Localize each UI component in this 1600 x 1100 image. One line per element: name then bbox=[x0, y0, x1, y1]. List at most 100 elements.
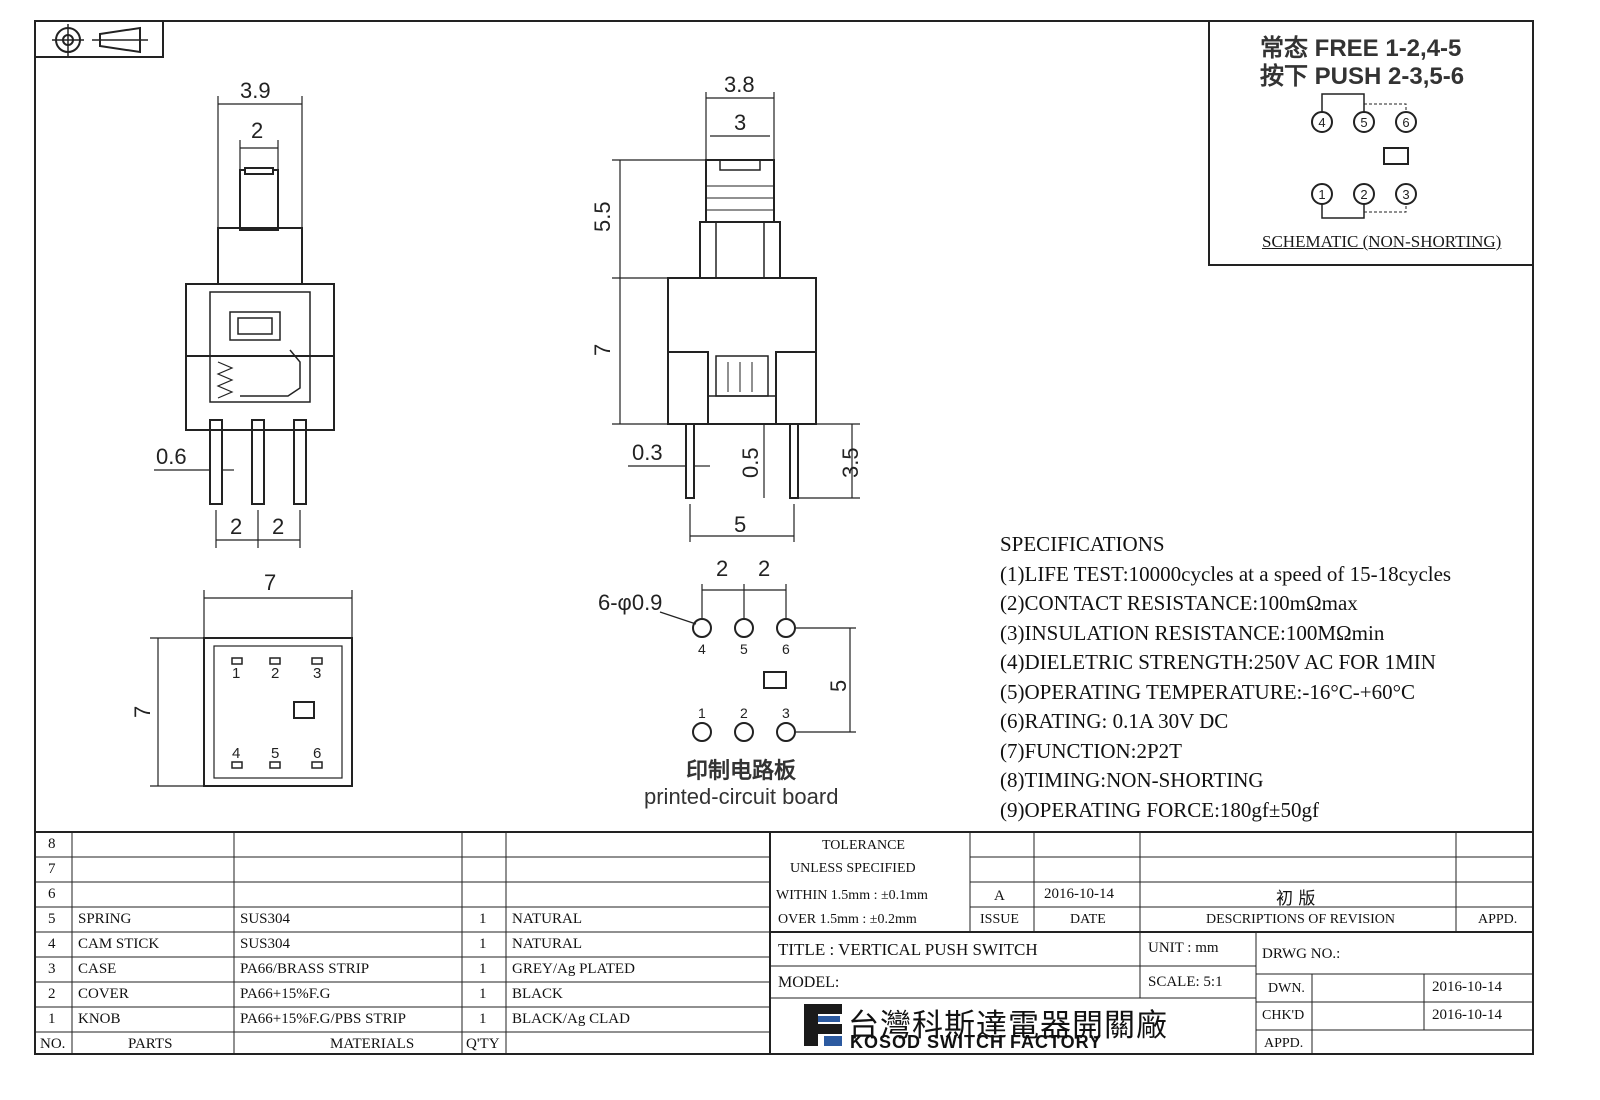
schem-pin-1: 1 bbox=[1318, 187, 1325, 202]
revision-desc-label: DESCRIPTIONS OF REVISION bbox=[1206, 912, 1396, 927]
side-view bbox=[667, 159, 817, 499]
bom-header-parts: PARTS bbox=[128, 1036, 173, 1052]
bottom-pin-1: 1 bbox=[232, 665, 240, 682]
spec-item: (9)OPERATING FORCE:180gf±50gf bbox=[1000, 797, 1319, 822]
spec-item: (2)CONTACT RESISTANCE:100mΩmax bbox=[1000, 591, 1358, 615]
bom-part: CAM STICK bbox=[78, 936, 160, 952]
company-name-cn: 台灣科斯達電器開關廠 bbox=[848, 1008, 1168, 1044]
schematic-diagram bbox=[1311, 93, 1417, 219]
bom-part: COVER bbox=[78, 986, 129, 1002]
dim-pcb-hole: 6-φ0.9 bbox=[598, 590, 662, 615]
dim-side-5-5: 5.5 bbox=[590, 201, 615, 232]
revision-appd-label: APPD. bbox=[1478, 912, 1518, 927]
spec-item: (8)TIMING:NON-SHORTING bbox=[1000, 768, 1264, 792]
drawing-sheet bbox=[34, 20, 1534, 1055]
drawing-number-label: DRWG NO.: bbox=[1262, 946, 1341, 962]
spec-item: (3)INSULATION RESISTANCE:100MΩmin bbox=[1000, 620, 1385, 645]
dim-side-3-5: 3.5 bbox=[838, 447, 863, 478]
title-block-grid bbox=[34, 831, 1534, 1055]
bom-no: 6 bbox=[48, 886, 56, 902]
bom-header-qty: Q'TY bbox=[466, 1036, 500, 1052]
bom-qty: 1 bbox=[479, 961, 487, 977]
bom-part: SPRING bbox=[78, 911, 132, 927]
bom-no: 5 bbox=[48, 911, 56, 927]
spec-item: (7)FUNCTION:2P2T bbox=[1000, 738, 1182, 763]
tolerance-title: TOLERANCE bbox=[822, 838, 905, 853]
bottom-pin-2: 2 bbox=[271, 665, 279, 682]
bom-qty: 1 bbox=[479, 986, 487, 1002]
tolerance-within: WITHIN 1.5mm : ±0.1mm bbox=[776, 888, 928, 903]
revision-issue-value: A bbox=[994, 888, 1005, 904]
dim-front-0-6: 0.6 bbox=[156, 444, 187, 469]
dim-front-2b: 2 bbox=[272, 514, 284, 539]
tolerance-unless: UNLESS SPECIFIED bbox=[790, 861, 916, 876]
bom-material: PA66/BRASS STRIP bbox=[240, 961, 370, 977]
unit-label: UNIT : mm bbox=[1148, 940, 1219, 956]
bom-header-no: NO. bbox=[40, 1036, 66, 1052]
model-label: MODEL: bbox=[778, 974, 840, 991]
dim-pcb-2b: 2 bbox=[758, 556, 770, 581]
scale-label: SCALE: 5:1 bbox=[1148, 974, 1223, 990]
dim-bottom-7h: 7 bbox=[130, 706, 155, 718]
pcb-pin-3: 3 bbox=[782, 705, 790, 721]
schematic-free-line: 常态 FREE 1-2,4-5 bbox=[1260, 35, 1462, 62]
checked-label: CHK'D bbox=[1262, 1008, 1305, 1023]
bom-no: 4 bbox=[48, 936, 56, 952]
bottom-pin-6: 6 bbox=[313, 745, 321, 762]
dim-pcb-2a: 2 bbox=[716, 556, 728, 581]
projection-symbol-box bbox=[34, 20, 164, 58]
kosod-logo-icon bbox=[804, 1004, 842, 1046]
dim-bottom-7w: 7 bbox=[264, 570, 276, 595]
bom-no: 8 bbox=[48, 836, 56, 852]
drawn-label: DWN. bbox=[1268, 981, 1305, 996]
bottom-pin-3: 3 bbox=[313, 665, 321, 682]
schematic-panel: 常态 FREE 1-2,4-5 按下 PUSH 2-3,5-6 SCHEMATI… bbox=[1208, 22, 1534, 266]
spec-item: (4)DIELETRIC STRENGTH:250V AC FOR 1MIN bbox=[1000, 650, 1436, 674]
pcb-label-en: printed-circuit board bbox=[644, 784, 838, 809]
bom-header-materials: MATERIALS bbox=[330, 1036, 415, 1052]
pcb-label-cn: 印制电路板 bbox=[686, 758, 797, 784]
schem-pin-5: 5 bbox=[1360, 115, 1367, 130]
revision-date-value: 2016-10-14 bbox=[1044, 886, 1114, 902]
bom-part: KNOB bbox=[78, 1011, 121, 1027]
revision-date-label: DATE bbox=[1070, 912, 1106, 927]
bom-part: CASE bbox=[78, 961, 117, 977]
dim-side-0-3: 0.3 bbox=[632, 440, 663, 465]
pcb-pin-1: 1 bbox=[698, 705, 706, 721]
bom-note: GREY/Ag PLATED bbox=[512, 961, 635, 977]
dim-side-3-8: 3.8 bbox=[724, 72, 755, 97]
schem-pin-3: 3 bbox=[1402, 187, 1409, 202]
bottom-pin-5: 5 bbox=[271, 745, 279, 762]
dim-front-2a: 2 bbox=[230, 514, 242, 539]
bom-material: PA66+15%F.G/PBS STRIP bbox=[240, 1011, 406, 1027]
schematic-push-line: 按下 PUSH 2-3,5-6 bbox=[1260, 63, 1465, 90]
pcb-pin-4: 4 bbox=[698, 641, 706, 657]
dim-side-5: 5 bbox=[734, 512, 746, 537]
revision-desc-value: 初 版 bbox=[1276, 889, 1316, 909]
specifications: SPECIFICATIONS (1)LIFE TEST:10000cycles … bbox=[1000, 530, 1540, 825]
drawn-date: 2016-10-14 bbox=[1432, 979, 1502, 995]
bom-note: NATURAL bbox=[512, 911, 582, 927]
bom-no: 1 bbox=[48, 1011, 56, 1027]
dim-side-0-5: 0.5 bbox=[738, 447, 763, 478]
bom-qty: 1 bbox=[479, 911, 487, 927]
dim-side-3: 3 bbox=[734, 110, 746, 135]
pcb-pin-2: 2 bbox=[740, 705, 748, 721]
tolerance-over: OVER 1.5mm : ±0.2mm bbox=[778, 912, 917, 927]
pcb-layout bbox=[692, 618, 796, 742]
bom-material: PA66+15%F.G bbox=[240, 986, 331, 1002]
bom-no: 2 bbox=[48, 986, 56, 1002]
bom-note: BLACK/Ag CLAD bbox=[512, 1011, 630, 1027]
company-name-en: KOSOD SWITCH FACTORY bbox=[850, 1032, 1103, 1052]
bom-material: SUS304 bbox=[240, 936, 291, 952]
bom-material: SUS304 bbox=[240, 911, 291, 927]
pcb-pin-6: 6 bbox=[782, 641, 790, 657]
dim-pcb-5: 5 bbox=[826, 680, 851, 692]
spec-item: (6)RATING: 0.1A 30V DC bbox=[1000, 709, 1229, 733]
front-view bbox=[185, 167, 335, 505]
schem-pin-6: 6 bbox=[1402, 115, 1409, 130]
dim-front-2: 2 bbox=[251, 118, 263, 143]
dim-front-3-9: 3.9 bbox=[240, 78, 271, 103]
spec-item: (5)OPERATING TEMPERATURE:-16°C-+60°C bbox=[1000, 679, 1416, 704]
